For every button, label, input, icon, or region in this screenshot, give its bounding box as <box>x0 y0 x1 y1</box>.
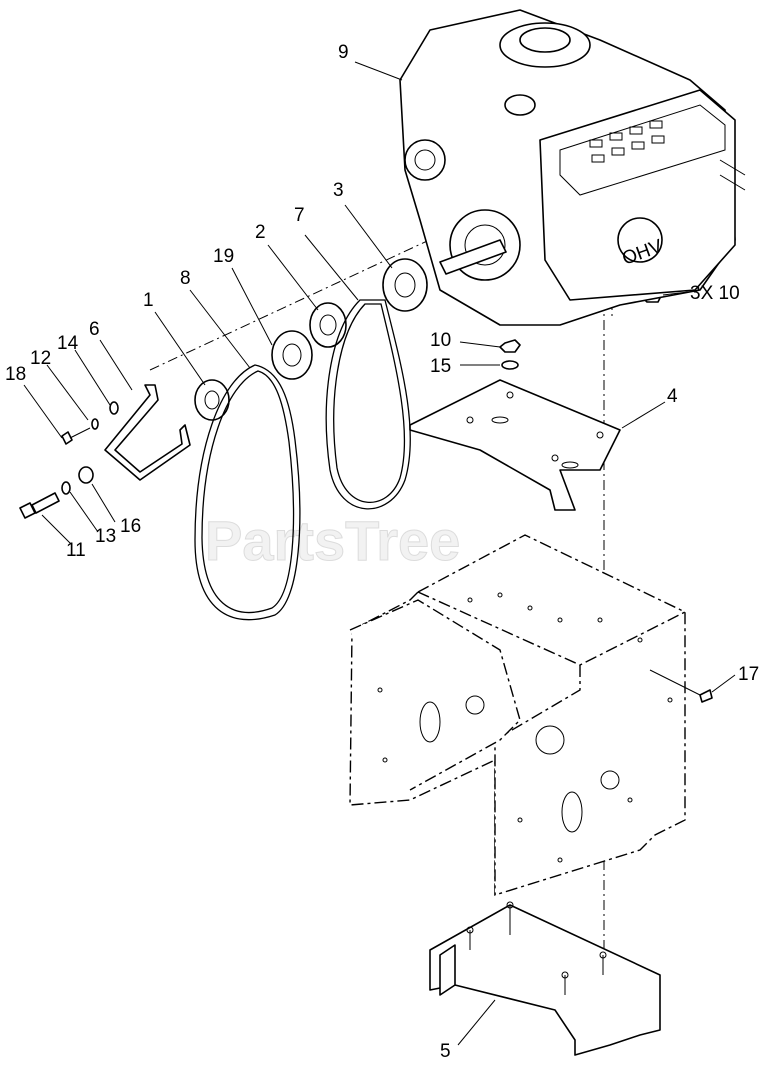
bolt-11 <box>19 492 60 519</box>
crankshaft <box>439 239 507 275</box>
belt-7 <box>325 299 411 510</box>
callout-19: 19 <box>213 246 234 267</box>
callout-8: 8 <box>180 268 191 289</box>
callout-9: 9 <box>338 42 349 63</box>
callout-3x10: 3X 10 <box>690 283 740 304</box>
callout-15: 15 <box>430 356 451 377</box>
callout-7: 7 <box>294 205 305 226</box>
oil-cap <box>504 94 536 116</box>
callout-3: 3 <box>333 180 344 201</box>
engine: OHV <box>399 9 746 326</box>
washer-13 <box>61 481 71 495</box>
leader-lines <box>23 61 736 1046</box>
bolt-18 <box>61 427 91 445</box>
callout-6: 6 <box>89 319 100 340</box>
callout-10: 10 <box>430 330 451 351</box>
frame-housing <box>349 534 686 896</box>
watermark: PartsTree <box>205 509 460 572</box>
idler-bracket-6 <box>104 384 191 481</box>
frame-hole-right <box>600 770 620 790</box>
callout-1: 1 <box>143 290 154 311</box>
shaft-axis-line <box>149 234 441 371</box>
callout-12: 12 <box>30 348 51 369</box>
washer-15 <box>501 360 519 370</box>
callout-18: 18 <box>5 364 26 385</box>
engine-side-port <box>617 217 663 263</box>
frame-bearing-hole <box>535 725 565 755</box>
frame-slot-right <box>561 791 583 833</box>
callout-14: 14 <box>57 333 79 354</box>
callout-5: 5 <box>440 1041 451 1062</box>
callout-2: 2 <box>255 222 266 243</box>
callout-17: 17 <box>738 664 759 685</box>
pulley-19 <box>271 330 313 380</box>
pulley-3 <box>382 258 428 312</box>
belt-8 <box>194 364 301 621</box>
washer-14 <box>109 401 119 415</box>
engine-mounting-plate <box>409 379 621 511</box>
pulley-2 <box>309 302 347 348</box>
washer-16 <box>78 466 94 484</box>
callout-11: 11 <box>66 540 86 561</box>
recoil-starter <box>404 139 446 181</box>
nut-10 <box>499 339 521 353</box>
callout-4: 4 <box>667 386 678 407</box>
frame-slot-left <box>419 701 441 743</box>
callout-16: 16 <box>120 516 141 537</box>
washer-12 <box>91 418 99 430</box>
base-plate <box>429 901 661 1056</box>
callout-13: 13 <box>95 526 116 547</box>
pulley-1 <box>194 379 230 421</box>
bolt-17 <box>649 669 713 703</box>
frame-hole-left <box>465 695 485 715</box>
